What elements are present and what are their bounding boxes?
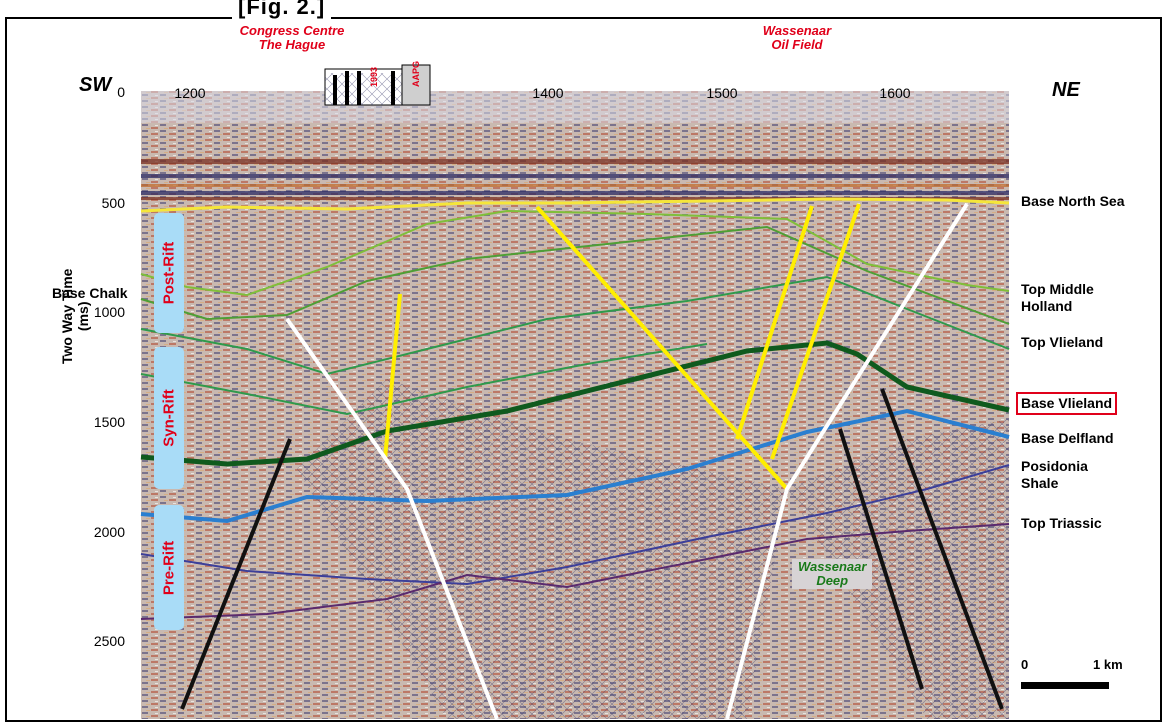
horizon-label-highlighted: Base Vlieland [1016, 392, 1118, 415]
y-axis-label: Two Way Time (ms) [59, 268, 91, 364]
horizon-green-lower [140, 343, 708, 416]
x-tick: 1400 [532, 85, 564, 101]
x-tick: 1200 [174, 85, 206, 101]
fault-yellow [535, 205, 789, 491]
horizon-label: Top Triassic [1021, 515, 1102, 531]
horizon-label: Posidonia Shale [1021, 458, 1088, 491]
fault-white [285, 317, 499, 720]
orientation-ne: NE [1052, 79, 1080, 101]
seismic-section [140, 64, 1109, 720]
fault-yellow [383, 293, 402, 460]
fault-yellow [770, 203, 861, 460]
hatched-zone [297, 379, 787, 719]
horizon-posidonia-shale [140, 464, 1010, 586]
horizon-top-vlieland [140, 275, 1010, 376]
scale-bar [1021, 682, 1109, 689]
horizon-label: Top Vlieland [1021, 334, 1104, 350]
location-congress-centre: Congress Centre The Hague [239, 23, 345, 52]
y-tick: 1000 [93, 304, 125, 320]
scale-start-label: 0 [1021, 657, 1029, 672]
horizon-top-middle-holland [140, 209, 1010, 297]
base-chalk-label: Base Chalk [52, 285, 128, 301]
horizon-base-north-sea [140, 197, 1010, 213]
x-tick: 1600 [879, 85, 911, 101]
phase-post-rift: Post-Rift [154, 213, 184, 333]
figure-label: [Fig. 2.] [232, 0, 332, 20]
building-sign: AAPG [411, 60, 422, 88]
location-wassenaar-oil-field: Wassenaar Oil Field [762, 23, 832, 52]
y-tick: 500 [101, 195, 125, 211]
horizon-label: Top Middle Holland [1021, 281, 1094, 314]
wassenaar-deep-label: Wassenaar Deep [792, 559, 873, 589]
y-tick: 2000 [93, 524, 125, 540]
horizon-label: Base Delfland [1021, 430, 1114, 446]
phase-syn-rift: Syn-Rift [154, 347, 184, 489]
congress-building-icon [324, 64, 431, 106]
y-tick: 2500 [93, 633, 125, 649]
horizon-top-middle-holland-2 [140, 225, 1010, 325]
x-tick: 1500 [706, 85, 738, 101]
fault-black [880, 388, 1004, 710]
orientation-sw: SW [79, 74, 112, 96]
horizon-base-delfland [140, 408, 1010, 524]
building-sign: 1993 [369, 66, 380, 88]
scale-end-label: 1 km [1093, 657, 1123, 672]
horizon-label: Base North Sea [1021, 193, 1125, 209]
fault-black [180, 438, 292, 710]
y-tick: 1500 [93, 414, 125, 430]
y-tick: 0 [117, 84, 125, 100]
figure-frame: 1993 AAPG Congress Centre The Hague Wass… [5, 17, 1162, 722]
phase-pre-rift: Pre-Rift [154, 505, 184, 630]
reflector-bands [141, 159, 1009, 200]
hatched-zone [787, 419, 1009, 719]
fault-yellow [735, 205, 814, 440]
fault-black [838, 428, 924, 690]
fault-white [725, 202, 969, 720]
